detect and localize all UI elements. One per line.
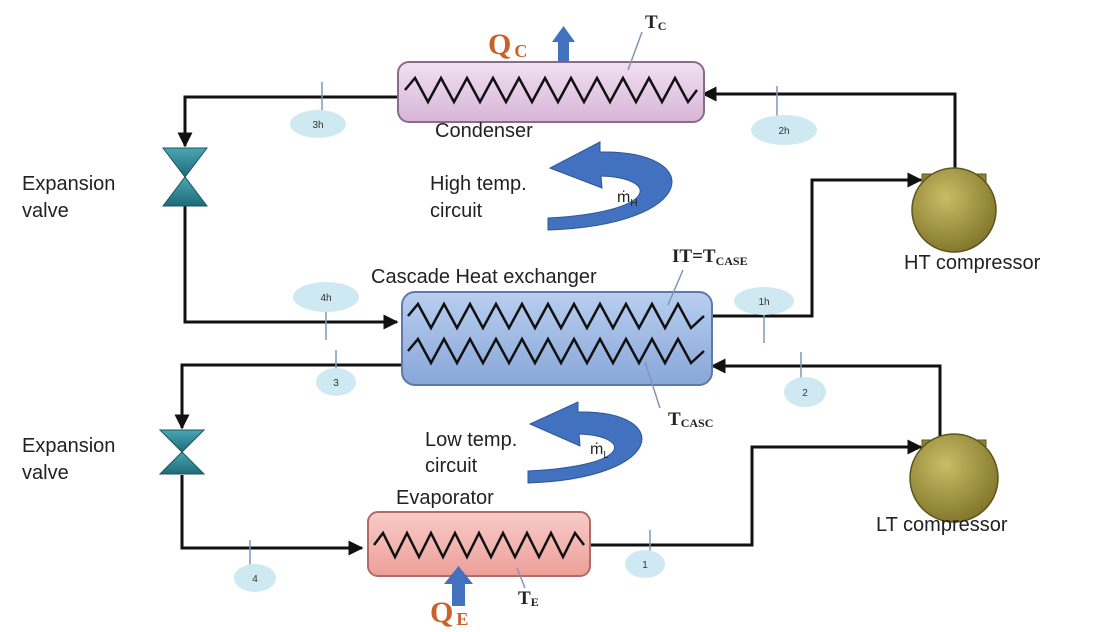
lt-compressor xyxy=(909,433,999,523)
svg-text:3h: 3h xyxy=(312,120,323,131)
lt-compressor-label: LT compressor xyxy=(876,514,1008,536)
condenser-coil xyxy=(404,75,698,105)
pipe-valve-to-cascade xyxy=(183,206,399,330)
state-point-4: 4 xyxy=(234,540,276,592)
condenser-label: Condenser xyxy=(435,120,533,142)
tcasc-label: TCASC xyxy=(668,409,713,430)
svg-text:1h: 1h xyxy=(758,297,769,308)
tcasc-leader xyxy=(644,361,661,409)
it-leader xyxy=(667,269,684,306)
state-point-2h: 2h xyxy=(751,86,817,145)
pipe-lt-compressor-to-cascade xyxy=(710,358,942,441)
state-point-4h: 4h xyxy=(293,282,359,340)
evaporator-label: Evaporator xyxy=(396,487,494,509)
pipe-condenser-to-valve xyxy=(177,95,398,148)
cascade-coil-low xyxy=(407,336,705,366)
pipe-valve-to-evaporator xyxy=(180,475,364,556)
te-label: TE xyxy=(518,588,539,609)
te-leader xyxy=(516,567,526,589)
ht-compressor xyxy=(911,167,997,253)
qe-arrow xyxy=(444,566,473,606)
high-temp-circuit-arrow xyxy=(547,141,673,231)
expansion-valve-bottom xyxy=(158,429,206,475)
low-temp-circuit-label: Low temp. circuit xyxy=(425,429,523,477)
state-point-1h: 1h xyxy=(734,287,794,343)
pipe-cascade-to-ht-compressor xyxy=(708,172,923,318)
expansion-valve-top xyxy=(161,147,209,207)
svg-text:2h: 2h xyxy=(778,126,789,137)
cascade-heat-exchanger xyxy=(401,291,713,386)
state-point-3: 3 xyxy=(316,350,356,396)
svg-text:4: 4 xyxy=(252,574,258,585)
evaporator xyxy=(367,511,591,577)
state-point-1: 1 xyxy=(625,530,665,578)
svg-text:4h: 4h xyxy=(320,293,331,304)
ht-compressor-label: HT compressor xyxy=(904,252,1041,274)
svg-text:2: 2 xyxy=(802,388,808,399)
svg-text:3: 3 xyxy=(333,378,339,389)
expansion-valve-top-label: Expansion valve xyxy=(22,173,121,222)
state-point-2: 2 xyxy=(784,352,826,407)
state-point-3h: 3h xyxy=(290,82,346,138)
high-temp-circuit-label: High temp. circuit xyxy=(430,173,532,222)
cascade-label: Cascade Heat exchanger xyxy=(371,266,597,288)
svg-text:1: 1 xyxy=(642,560,648,571)
condenser xyxy=(397,61,705,123)
tc-label: TC xyxy=(645,12,666,33)
it-label: IT=TCASE xyxy=(672,246,748,268)
pipe-evaporator-to-lt-compressor xyxy=(590,439,923,547)
low-temp-circuit-arrow xyxy=(527,401,643,484)
tc-leader xyxy=(627,31,643,71)
pipe-cascade-to-valve xyxy=(174,363,402,430)
mdot-h-label: ṁH xyxy=(617,189,638,209)
expansion-valve-bottom-label: Expansion valve xyxy=(22,435,121,484)
qc-arrow xyxy=(552,26,575,62)
evaporator-coil xyxy=(373,530,585,560)
pipe-ht-compressor-to-condenser xyxy=(701,86,957,174)
mdot-l-label: ṁL xyxy=(590,441,609,461)
cascade-coil-high xyxy=(407,301,705,331)
